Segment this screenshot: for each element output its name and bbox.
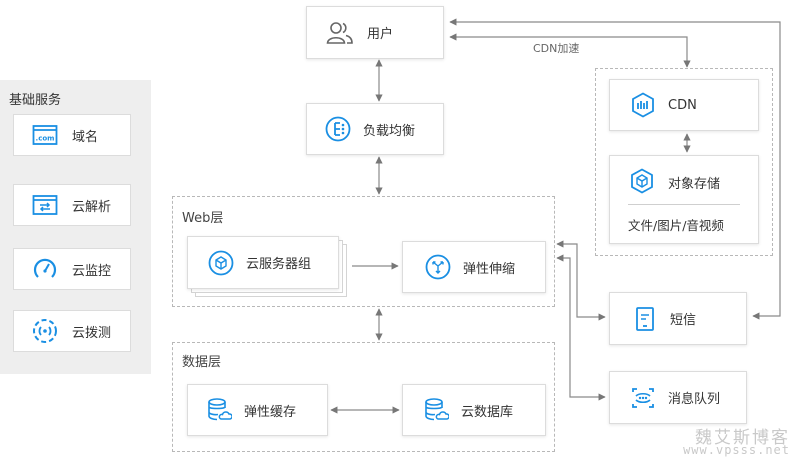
message-queue-icon — [632, 387, 654, 408]
sms-label: 短信 — [670, 313, 697, 328]
server-group-label: 云服务器组 — [246, 257, 312, 272]
cache-label: 弹性缓存 — [244, 404, 297, 420]
server-group-node[interactable]: 云服务器组 — [187, 236, 339, 289]
load-balancer-label: 负载均衡 — [363, 123, 416, 139]
load-balancer-node[interactable]: 负载均衡 — [306, 103, 444, 155]
web-layer-group — [172, 196, 555, 307]
autoscale-label: 弹性伸缩 — [463, 261, 516, 277]
load-balancer-icon — [325, 116, 351, 142]
database-label: 云数据库 — [461, 404, 514, 420]
cloud-database-icon — [425, 398, 449, 421]
edge-web-mq — [556, 254, 606, 401]
sidebar-item-label: 域名 — [72, 129, 99, 145]
mq-label: 消息队列 — [668, 392, 721, 407]
sidebar-item-label: 云拨测 — [72, 325, 112, 341]
user-node[interactable]: 用户 — [306, 6, 444, 59]
data-layer-title: 数据层 — [182, 355, 222, 370]
database-node[interactable]: 云数据库 — [402, 384, 546, 436]
server-cube-icon — [208, 250, 234, 275]
domain-com-icon: .com — [32, 125, 58, 145]
cdn-node[interactable]: CDN — [609, 79, 759, 131]
cache-node[interactable]: 弹性缓存 — [187, 384, 328, 436]
sidebar-item-label: 云解析 — [72, 199, 112, 215]
dns-resolve-icon — [32, 195, 58, 215]
sidebar-item-monitor[interactable]: 云监控 — [13, 248, 131, 290]
monitor-gauge-icon — [33, 258, 57, 278]
cache-db-icon — [208, 398, 232, 421]
oss-node[interactable]: 对象存储 文件/图片/音视频 — [609, 155, 759, 244]
cdn-icon — [632, 92, 654, 118]
sms-phone-icon — [636, 306, 654, 331]
dial-probe-icon — [33, 319, 57, 343]
mq-node[interactable]: 消息队列 — [609, 371, 747, 424]
users-icon — [326, 21, 353, 44]
edge-user-sms — [449, 18, 781, 320]
oss-divider — [628, 204, 740, 205]
sidebar-item-dial-test[interactable]: 云拨测 — [13, 310, 131, 352]
autoscale-icon — [425, 254, 451, 280]
sms-node[interactable]: 短信 — [609, 292, 747, 345]
object-storage-icon — [631, 168, 653, 194]
oss-caption: 文件/图片/音视频 — [628, 218, 724, 233]
basic-services-panel: 基础服务 .com 域名 云解析 云监控 云拨测 — [0, 80, 151, 374]
web-layer-title: Web层 — [182, 211, 224, 226]
edge-user-cdn — [449, 33, 691, 68]
watermark-url: www.vpsss.net — [683, 443, 790, 457]
sidebar-item-domain[interactable]: .com 域名 — [13, 114, 131, 156]
cdn-storage-group — [595, 68, 773, 256]
sidebar-title: 基础服务 — [9, 93, 62, 108]
user-label: 用户 — [367, 27, 394, 42]
svg-text:.com: .com — [36, 135, 55, 143]
cdn-label: CDN — [668, 97, 697, 113]
autoscale-node[interactable]: 弹性伸缩 — [402, 241, 546, 293]
watermark-cn: 魏艾斯博客 — [695, 428, 790, 448]
oss-label: 对象存储 — [668, 177, 721, 192]
data-layer-group — [172, 342, 555, 452]
sidebar-item-label: 云监控 — [72, 263, 112, 279]
edge-label-cdn-accel: CDN加速 — [533, 42, 580, 55]
sidebar-item-dns[interactable]: 云解析 — [13, 184, 131, 226]
